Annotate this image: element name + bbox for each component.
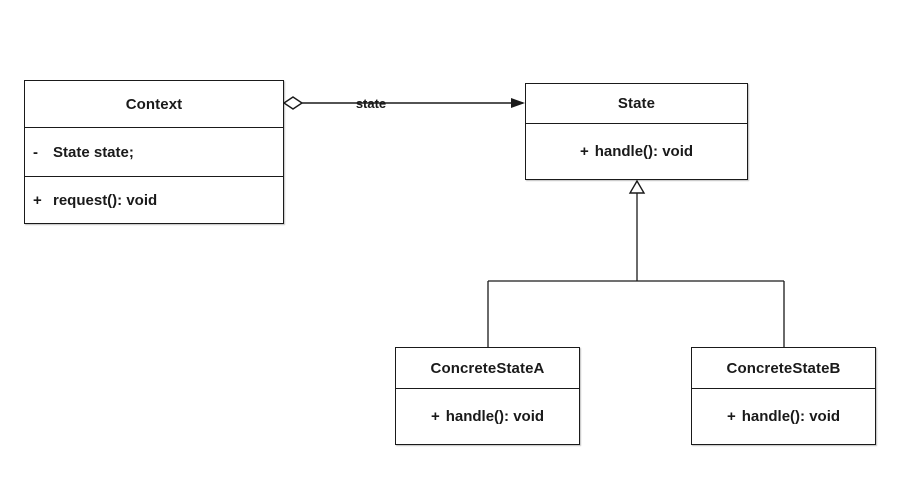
aggregation-connector: state bbox=[282, 96, 525, 111]
visibility-sign: - bbox=[33, 143, 38, 161]
class-name-context: Context bbox=[125, 95, 183, 113]
class-box-context: Context - State state; + request(): void bbox=[24, 80, 284, 224]
class-method-handle: + handle(): void bbox=[396, 388, 579, 444]
attribute-text: State state; bbox=[53, 143, 134, 161]
method-text: handle(): void bbox=[594, 143, 694, 160]
visibility-sign: + bbox=[33, 191, 42, 209]
visibility-sign: + bbox=[579, 143, 589, 160]
class-attribute-state: - State state; bbox=[25, 127, 283, 176]
method-text: handle(): void bbox=[741, 408, 841, 425]
visibility-sign: + bbox=[430, 408, 440, 425]
class-box-concrete-state-b: ConcreteStateB + handle(): void bbox=[691, 347, 876, 445]
aggregation-label: state bbox=[356, 96, 386, 111]
generalization-connector bbox=[487, 179, 785, 347]
class-name-concrete-state-a: ConcreteStateA bbox=[430, 359, 545, 377]
class-name-state: State bbox=[617, 95, 656, 112]
visibility-sign: + bbox=[726, 408, 736, 425]
class-box-concrete-state-a: ConcreteStateA + handle(): void bbox=[395, 347, 580, 445]
class-box-state: State + handle(): void bbox=[525, 83, 748, 180]
class-name-concrete-state-b: ConcreteStateB bbox=[726, 359, 841, 377]
method-text: handle(): void bbox=[445, 408, 545, 425]
association-arrowhead bbox=[511, 98, 525, 108]
class-method-handle: + handle(): void bbox=[526, 123, 747, 179]
aggregation-diamond bbox=[282, 96, 304, 110]
class-method-request: + request(): void bbox=[25, 176, 283, 223]
class-method-handle: + handle(): void bbox=[692, 388, 875, 444]
method-text: request(): void bbox=[53, 191, 158, 209]
inheritance-triangle bbox=[628, 179, 646, 194]
